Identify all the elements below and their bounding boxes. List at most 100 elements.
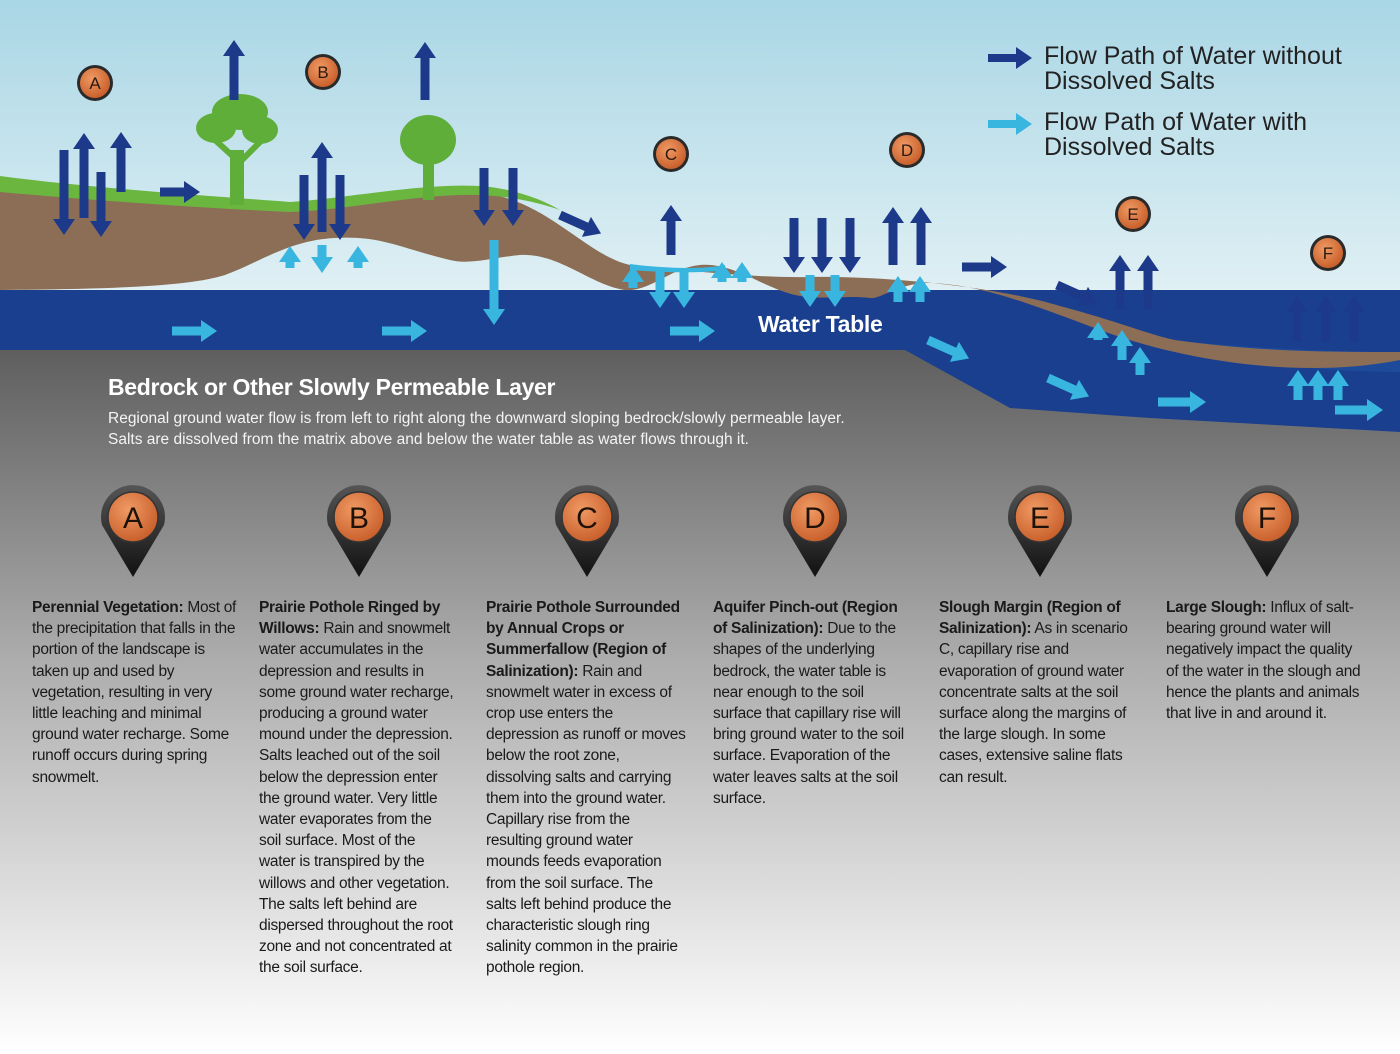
- arrow-with-salts: [622, 266, 644, 288]
- arrow-with-salts: [483, 240, 505, 325]
- dark-arrows: [53, 40, 1365, 342]
- description-a-title: Perennial Vegetation:: [32, 599, 184, 616]
- pin-marker-e: E: [1008, 485, 1072, 577]
- landscape-marker-a: A: [77, 65, 113, 101]
- legend-without-salts: Flow Path of Water without Dissolved Sal…: [988, 44, 1388, 110]
- arrow-with-salts: [1129, 347, 1151, 375]
- soil: [0, 183, 1400, 369]
- legend-with-salts: Flow Path of Water with Dissolved Salts: [988, 110, 1388, 176]
- arrow-with-salts: [1046, 373, 1090, 400]
- arrow-with-salts: [1307, 370, 1329, 400]
- landscape-marker-d: D: [889, 132, 925, 168]
- arrow-without-salts: [293, 175, 315, 240]
- landscape-marker-label: C: [665, 145, 677, 164]
- arrow-with-salts: [649, 268, 671, 308]
- bedrock-title: Bedrock or Other Slowly Permeable Layer: [108, 374, 556, 400]
- pin-marker-label: C: [576, 502, 598, 535]
- arrow-without-salts: [329, 175, 351, 240]
- pin-marker-label: B: [349, 502, 369, 535]
- landscape-markers: A B C D E F: [77, 54, 1346, 271]
- arrow-with-salts: [731, 262, 753, 282]
- description-f: Large Slough: Influx of salt-bearing gro…: [1166, 597, 1366, 724]
- arrow-without-salts: [783, 218, 805, 273]
- tree-left: [196, 94, 278, 205]
- arrow-with-salts: [824, 275, 846, 307]
- arrow-with-salts: [670, 320, 715, 342]
- arrow-with-salts: [1287, 370, 1309, 400]
- legend-without-line2: Dissolved Salts: [1044, 67, 1215, 95]
- landscape-marker-label: A: [89, 74, 101, 93]
- arrow-with-salts: [1335, 399, 1383, 421]
- arrow-without-salts: [1137, 255, 1159, 310]
- arrow-with-salts: [347, 246, 369, 268]
- arrow-without-salts: [473, 168, 495, 226]
- groundwater: [0, 290, 1400, 432]
- legend-without-line1: Flow Path of Water without: [1044, 42, 1342, 70]
- pin-marker-label: F: [1258, 502, 1276, 535]
- description-c-text: Rain and snowmelt water in excess of cro…: [486, 662, 686, 977]
- dark-arrow-icon: [988, 47, 1032, 69]
- pin-marker-label: E: [1030, 502, 1050, 535]
- bedrock-layer: [0, 340, 1400, 1054]
- arrow-without-salts: [110, 132, 132, 192]
- arrow-with-salts: [673, 268, 695, 308]
- description-e-text: As in scenario C, capillary rise and eva…: [939, 620, 1128, 786]
- landscape-marker-e: E: [1115, 196, 1151, 232]
- arrow-without-salts: [660, 205, 682, 255]
- pin-marker-label: D: [804, 502, 826, 535]
- arrow-with-salts: [1111, 330, 1133, 360]
- arrow-without-salts: [811, 218, 833, 273]
- legend: Flow Path of Water without Dissolved Sal…: [988, 44, 1388, 176]
- pin-marker-a: A: [101, 485, 165, 577]
- arrow-without-salts: [839, 218, 861, 273]
- description-b-title: Prairie Pothole Ringed by Willows:: [259, 599, 441, 638]
- arrow-without-salts: [223, 40, 245, 100]
- description-d: Aquifer Pinch-out (Region of Salinizatio…: [713, 597, 913, 809]
- arrow-without-salts: [882, 207, 904, 265]
- description-a: Perennial Vegetation: Most of the precip…: [32, 597, 237, 788]
- landscape-marker-f: F: [1310, 235, 1346, 271]
- arrow-with-salts: [711, 262, 733, 282]
- description-c-title: Prairie Pothole Surrounded by Annual Cro…: [486, 599, 680, 680]
- arrow-without-salts: [910, 207, 932, 265]
- description-f-text: Influx of salt-bearing ground water will…: [1166, 599, 1361, 723]
- arrow-without-salts: [414, 42, 436, 100]
- arrow-without-salts: [1286, 296, 1308, 342]
- landscape-marker-c: C: [653, 136, 689, 172]
- arrow-without-salts: [962, 256, 1007, 278]
- bedrock-desc-line1: Regional ground water flow is from left …: [108, 410, 845, 427]
- arrow-with-salts: [311, 245, 333, 273]
- water-table-label: Water Table: [758, 311, 883, 337]
- arrow-with-salts: [382, 320, 427, 342]
- arrow-with-salts: [172, 320, 217, 342]
- arrow-without-salts: [1343, 296, 1365, 342]
- light-arrow-icon: [988, 113, 1032, 135]
- landscape-marker-label: B: [317, 63, 328, 82]
- arrow-without-salts: [1055, 280, 1099, 307]
- arrow-without-salts: [558, 210, 602, 237]
- bedrock-desc-line2: Salts are dissolved from the matrix abov…: [108, 431, 749, 448]
- description-f-title: Large Slough:: [1166, 599, 1267, 616]
- arrow-with-salts: [799, 275, 821, 307]
- arrow-with-salts: [926, 335, 970, 362]
- pin-marker-label: A: [123, 502, 143, 535]
- description-e-title: Slough Margin (Region of Salinization):: [939, 599, 1121, 638]
- description-b: Prairie Pothole Ringed by Willows: Rain …: [259, 597, 454, 979]
- landscape-marker-b: B: [305, 54, 341, 90]
- grass: [0, 176, 560, 212]
- landscape-marker-label: E: [1127, 205, 1138, 224]
- arrow-with-salts: [1158, 391, 1206, 413]
- arrow-without-salts: [502, 168, 524, 226]
- description-a-text: Most of the precipitation that falls in …: [32, 599, 237, 786]
- pin-marker-c: C: [555, 485, 619, 577]
- description-e: Slough Margin (Region of Salinization): …: [939, 597, 1139, 788]
- arrow-without-salts: [160, 181, 200, 203]
- legend-with-line2: Dissolved Salts: [1044, 133, 1215, 161]
- arrow-without-salts: [53, 150, 75, 235]
- arrow-with-salts: [1327, 370, 1349, 400]
- tree-right: [400, 115, 456, 200]
- legend-with-line1: Flow Path of Water with: [1044, 108, 1308, 136]
- pin-marker-b: B: [327, 485, 391, 577]
- bedrock-description: Regional ground water flow is from left …: [108, 408, 845, 450]
